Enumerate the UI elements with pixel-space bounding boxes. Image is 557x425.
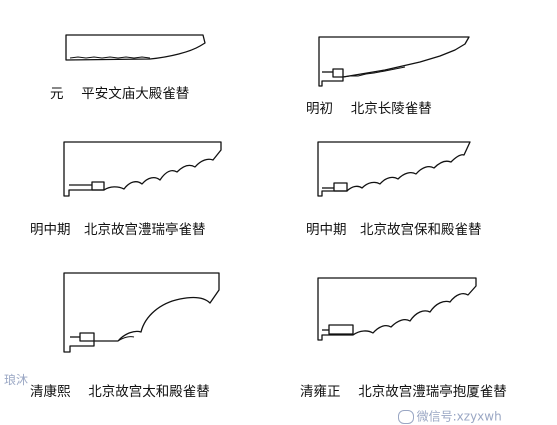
bracket-drawing-mid-ming-baohe — [317, 141, 471, 197]
watermark-right-text: 微信号:xzyxwh — [416, 409, 502, 424]
caption-mid-ming-lirui: 明中期 北京故宫澧瑞亭雀替 — [30, 222, 206, 238]
watermark-right: 微信号:xzyxwh — [390, 398, 502, 424]
bracket-drawing-mid-ming-lirui — [63, 141, 222, 197]
bracket-drawing-kangxi — [63, 272, 220, 353]
caption-yuan: 元 平安文庙大殿雀替 — [50, 86, 190, 102]
caption-kangxi: 清康熙 北京故宫太和殿雀替 — [30, 384, 210, 400]
caption-mid-ming-baohe: 明中期 北京故宫保和殿雀替 — [306, 222, 482, 238]
bracket-drawing-yongzheng — [317, 277, 477, 341]
watermark-left: 琅沐 — [4, 373, 29, 387]
bracket-drawing-yuan — [65, 34, 206, 61]
caption-early-ming: 明初 北京长陵雀替 — [306, 101, 432, 117]
caption-yongzheng: 清雍正 北京故宫澧瑞亭抱厦雀替 — [300, 384, 507, 400]
wechat-icon — [397, 410, 414, 424]
bracket-drawing-early-ming — [318, 36, 470, 87]
